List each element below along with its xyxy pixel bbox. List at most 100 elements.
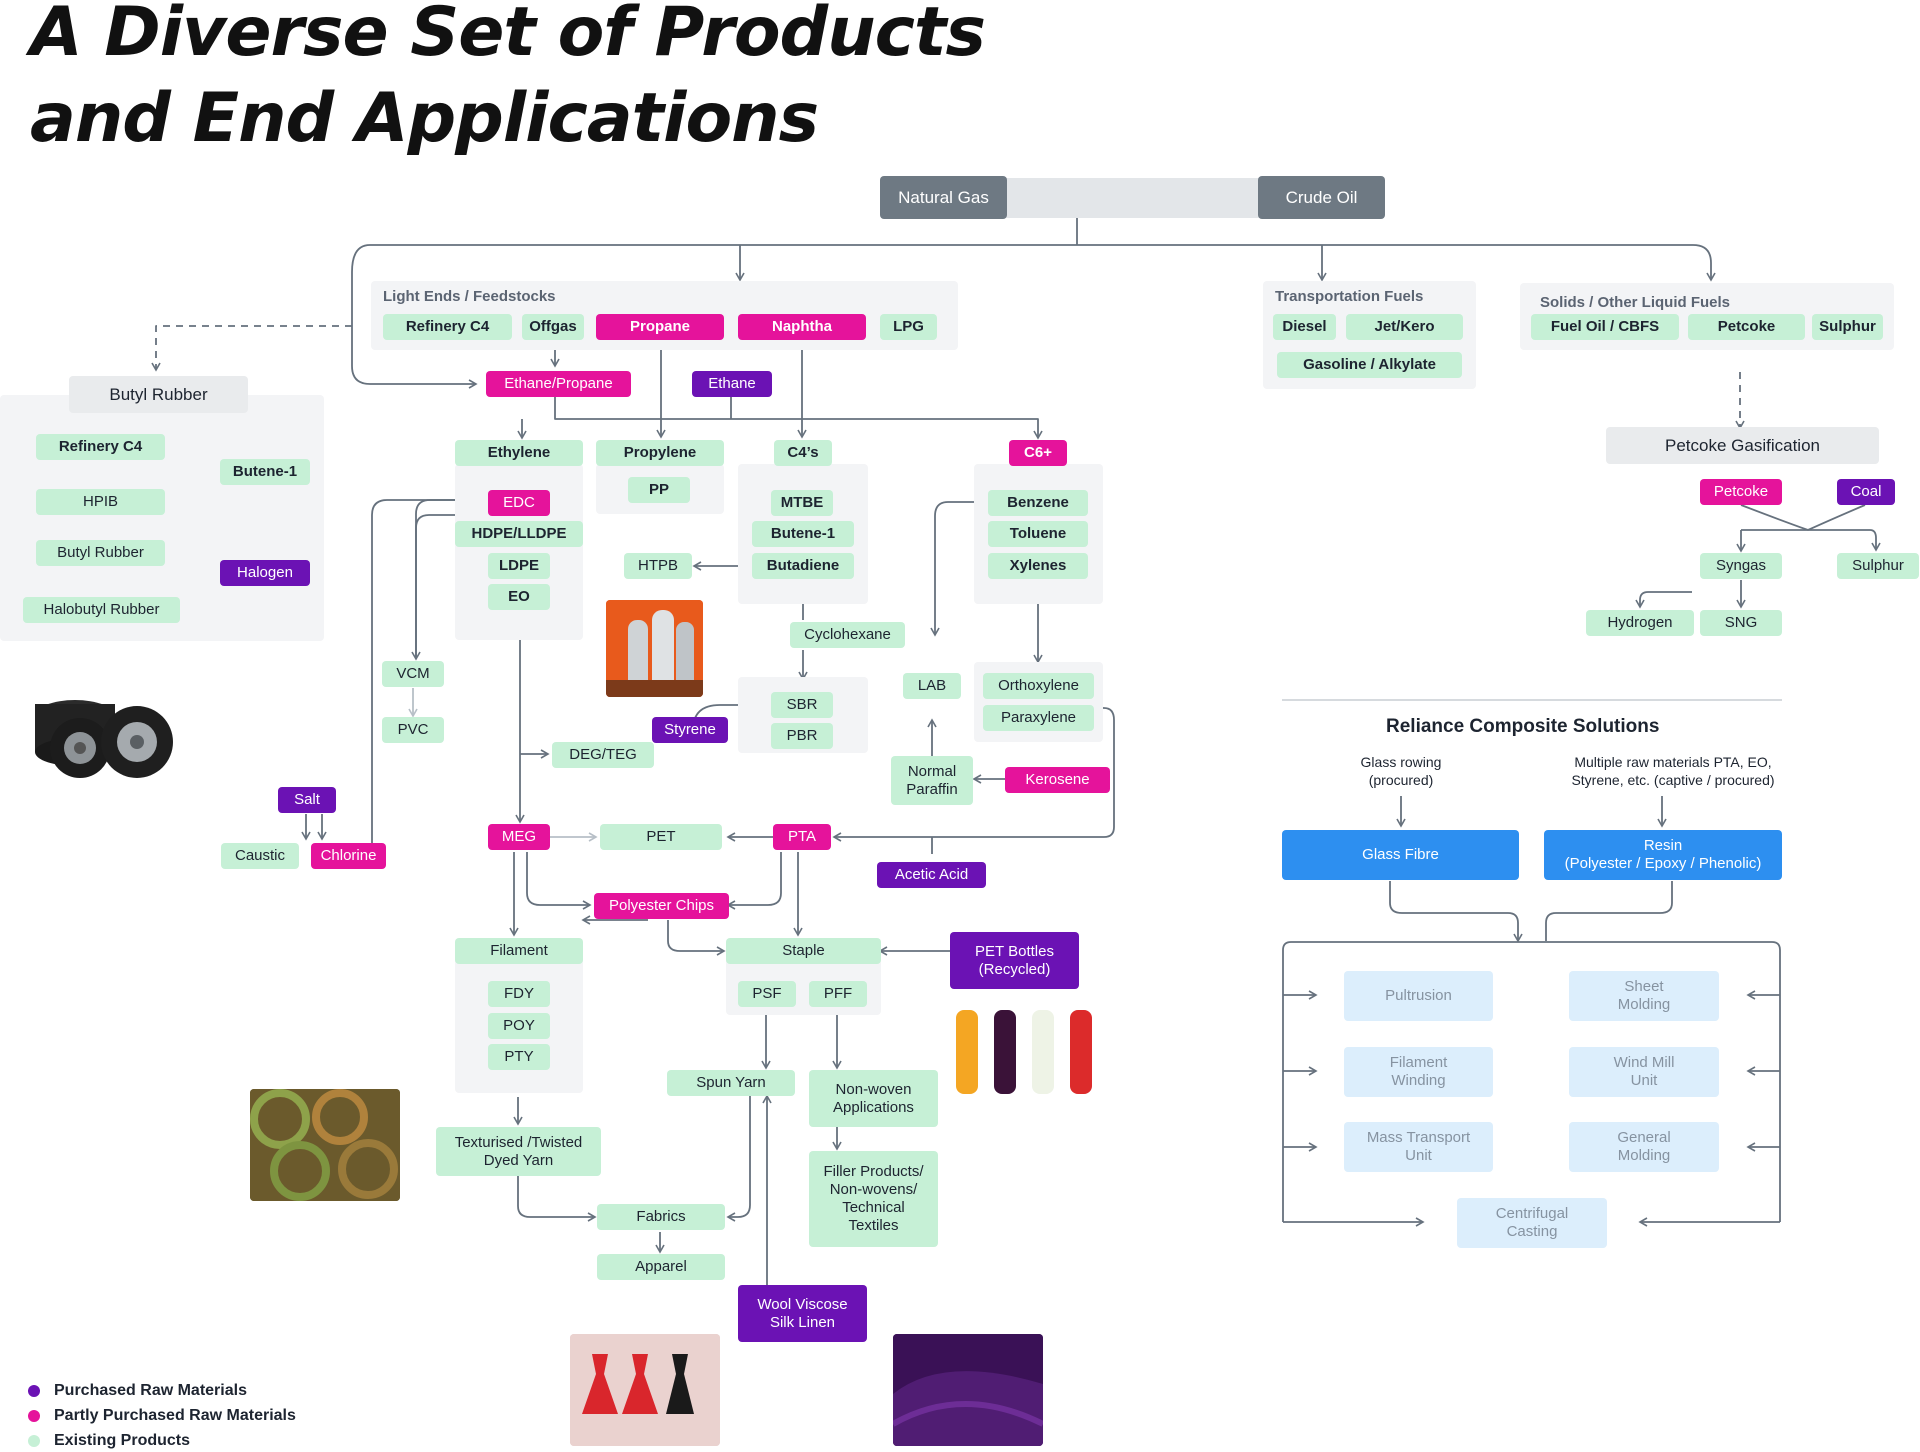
pvc-node: PVC	[382, 717, 444, 743]
refinery-c4-node: Refinery C4	[383, 314, 512, 340]
apparel-node: Apparel	[597, 1254, 725, 1280]
purchased-dot-icon	[28, 1385, 40, 1397]
bottles-image	[952, 1004, 1102, 1096]
orthoxylene-node: Orthoxylene	[983, 673, 1094, 699]
halogen-node: Halogen	[220, 560, 310, 586]
rocket-image	[606, 600, 703, 697]
spun-yarn-node: Spun Yarn	[667, 1070, 795, 1096]
sng-node: SNG	[1700, 610, 1782, 636]
lpg-node: LPG	[880, 314, 937, 340]
nonwoven-node: Non-woven Applications	[809, 1070, 938, 1127]
legend-existing: Existing Products	[28, 1432, 190, 1450]
pet-bottles-node: PET Bottles (Recycled)	[950, 932, 1079, 989]
centrifugal-casting-node: Centrifugal Casting	[1457, 1198, 1607, 1248]
filler-products-node: Filler Products/ Non-wovens/ Technical T…	[809, 1151, 938, 1247]
resin-note: Multiple raw materials PTA, EO, Styrene,…	[1571, 754, 1775, 788]
chlorine-node: Chlorine	[311, 843, 386, 869]
jet-kero-node: Jet/Kero	[1346, 314, 1463, 340]
sbr-node: SBR	[771, 692, 833, 718]
sulphur-node: Sulphur	[1812, 314, 1883, 340]
xylenes-node: Xylenes	[988, 553, 1088, 579]
glass-fibre-node: Glass Fibre	[1282, 830, 1519, 880]
page-title-line2: and End Applications	[30, 79, 819, 158]
hydrogen-node: Hydrogen	[1586, 610, 1694, 636]
butene1-node: Butene-1	[220, 459, 310, 485]
lab-node: LAB	[903, 673, 961, 699]
deg-teg-node: DEG/TEG	[552, 742, 654, 768]
legend-partly: Partly Purchased Raw Materials	[28, 1407, 296, 1425]
coal-node: Coal	[1837, 479, 1895, 505]
page-title: A Diverse Set of Products and End Applic…	[30, 0, 986, 162]
light-ends-title: Light Ends / Feedstocks	[383, 288, 556, 305]
pbr-node: PBR	[771, 723, 833, 749]
filament-winding-node: Filament Winding	[1344, 1047, 1493, 1097]
mass-transport-node: Mass Transport Unit	[1344, 1122, 1493, 1172]
c4-butene1-node: Butene-1	[752, 521, 854, 547]
ldpe-node: LDPE	[488, 553, 550, 579]
wind-mill-node: Wind Mill Unit	[1569, 1047, 1719, 1097]
hdpe-node: HDPE/LLDPE	[455, 521, 583, 547]
pff-node: PFF	[809, 981, 867, 1007]
paraxylene-node: Paraxylene	[983, 705, 1094, 731]
legend-purchased: Purchased Raw Materials	[28, 1382, 247, 1400]
gasoline-node: Gasoline / Alkylate	[1277, 352, 1462, 378]
glass-rowing-note: Glass rowing (procured)	[1360, 754, 1442, 788]
petcoke-node: Petcoke	[1688, 314, 1805, 340]
acetic-acid-node: Acetic Acid	[877, 862, 986, 888]
transport-title: Transportation Fuels	[1275, 288, 1424, 305]
eo-node: EO	[488, 584, 550, 610]
petcoke-gasification-header: Petcoke Gasification	[1606, 427, 1879, 464]
naphtha-node: Naphtha	[738, 314, 866, 340]
existing-dot-icon	[28, 1435, 40, 1447]
ethylene-node: Ethylene	[455, 440, 583, 466]
vcm-node: VCM	[382, 661, 444, 687]
poy-node: POY	[488, 1013, 550, 1039]
syngas-node: Syngas	[1700, 553, 1782, 579]
kerosene-node: Kerosene	[1005, 767, 1110, 793]
natural-gas-node: Natural Gas	[880, 176, 1007, 219]
dresses-image	[570, 1334, 720, 1446]
benzene-node: Benzene	[988, 490, 1088, 516]
rcs-title: Reliance Composite Solutions	[1386, 716, 1660, 737]
mtbe-node: MTBE	[771, 490, 833, 516]
crude-oil-node: Crude Oil	[1258, 176, 1385, 219]
toluene-node: Toluene	[988, 521, 1088, 547]
fuel-oil-node: Fuel Oil / CBFS	[1531, 314, 1679, 340]
pp-node: PP	[628, 477, 690, 503]
ethane-propane-node: Ethane/Propane	[486, 371, 631, 397]
pta-node: PTA	[773, 824, 831, 850]
gas-sulphur-node: Sulphur	[1837, 553, 1919, 579]
silk-image	[893, 1334, 1043, 1446]
salt-node: Salt	[278, 787, 336, 813]
c6-node: C6+	[1009, 440, 1067, 466]
butadiene-node: Butadiene	[752, 553, 854, 579]
general-molding-node: General Molding	[1569, 1122, 1719, 1172]
partly-dot-icon	[28, 1410, 40, 1422]
textured-yarn-node: Texturised /Twisted Dyed Yarn	[436, 1127, 601, 1176]
staple-node: Staple	[726, 938, 881, 964]
filament-node: Filament	[455, 938, 583, 964]
polyester-chips-node: Polyester Chips	[594, 893, 729, 919]
propane-node: Propane	[596, 314, 724, 340]
solids-title: Solids / Other Liquid Fuels	[1540, 294, 1731, 311]
styrene-node: Styrene	[652, 717, 728, 743]
propylene-node: Propylene	[596, 440, 724, 466]
hpib-node: HPIB	[36, 489, 165, 515]
caustic-node: Caustic	[221, 843, 299, 869]
wool-viscose-node: Wool Viscose Silk Linen	[738, 1285, 867, 1342]
tyres-image	[25, 666, 180, 781]
resin-node: Resin (Polyester / Epoxy / Phenolic)	[1544, 830, 1782, 880]
legend-existing-label: Existing Products	[54, 1432, 191, 1449]
gas-petcoke-node: Petcoke	[1700, 479, 1782, 505]
legend-purchased-label: Purchased Raw Materials	[54, 1382, 247, 1399]
edc-node: EDC	[488, 490, 550, 516]
ethane-node: Ethane	[692, 371, 772, 397]
butyl-rubber-node: Butyl Rubber	[36, 540, 165, 566]
butyl-rubber-header: Butyl Rubber	[69, 376, 248, 413]
pty-node: PTY	[488, 1044, 550, 1070]
sheet-molding-node: Sheet Molding	[1569, 971, 1719, 1021]
halobutyl-rubber-node: Halobutyl Rubber	[23, 597, 180, 623]
fabrics-node: Fabrics	[597, 1204, 725, 1230]
page-title-line1: A Diverse Set of Products	[30, 0, 986, 72]
